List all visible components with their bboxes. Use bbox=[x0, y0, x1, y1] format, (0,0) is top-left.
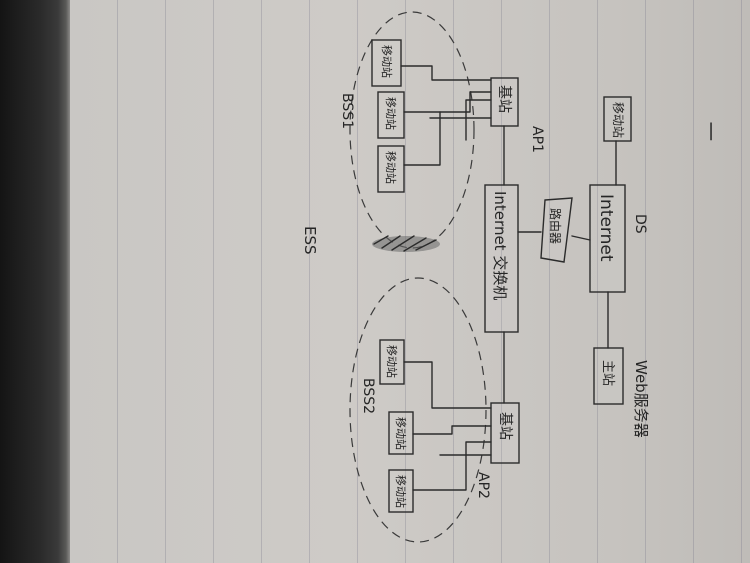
server-box-label: 主站 bbox=[600, 360, 615, 386]
ap1-box bbox=[490, 77, 519, 127]
overlap-hatching bbox=[372, 235, 440, 252]
bss2-station-1 bbox=[379, 339, 405, 385]
bss2-label: BSS2 bbox=[360, 378, 376, 414]
ap1-box-label: 基站 bbox=[496, 85, 513, 113]
left-station-label: 移动站 bbox=[611, 102, 625, 138]
connection-lines bbox=[400, 65, 617, 491]
ap2-label: AP2 bbox=[475, 472, 491, 499]
notebook-paper bbox=[70, 0, 750, 563]
bss2-station-2-label: 移动站 bbox=[394, 417, 408, 450]
bss1-station-3 bbox=[377, 145, 405, 193]
bss2-station-1-label: 移动站 bbox=[385, 345, 399, 378]
bss2-station-3-label: 移动站 bbox=[394, 475, 408, 508]
ap2-box bbox=[490, 402, 520, 464]
internet-box bbox=[589, 184, 626, 293]
internet-label: Internet bbox=[596, 194, 616, 262]
bss1-station-3-label: 移动站 bbox=[384, 151, 398, 184]
top-tick: | bbox=[708, 120, 714, 141]
left-station-box bbox=[603, 96, 632, 142]
router-label: 路由器 bbox=[548, 208, 563, 244]
bss1-station-1 bbox=[371, 39, 402, 87]
internet-switch-box bbox=[484, 184, 519, 333]
bss2-boundary bbox=[349, 277, 487, 543]
bss1-label: BSS1 bbox=[339, 93, 355, 129]
ap1-label: AP1 bbox=[529, 126, 545, 153]
bss1-station-1-label: 移动站 bbox=[380, 45, 394, 78]
bss1-boundary bbox=[349, 11, 475, 249]
web-server-label: Web服务器 bbox=[632, 360, 650, 438]
bss2-station-2 bbox=[388, 411, 414, 455]
router-shape bbox=[540, 197, 573, 263]
internet-switch-label: Internet 交换机 bbox=[491, 191, 509, 300]
bss2-station-3 bbox=[388, 469, 414, 513]
ap2-box-label: 基站 bbox=[497, 412, 514, 440]
bss1-station-2 bbox=[377, 91, 405, 139]
ess-label: ESS bbox=[301, 226, 319, 255]
bss1-station-2-label: 移动站 bbox=[384, 97, 398, 130]
ds-label: DS bbox=[632, 214, 648, 234]
